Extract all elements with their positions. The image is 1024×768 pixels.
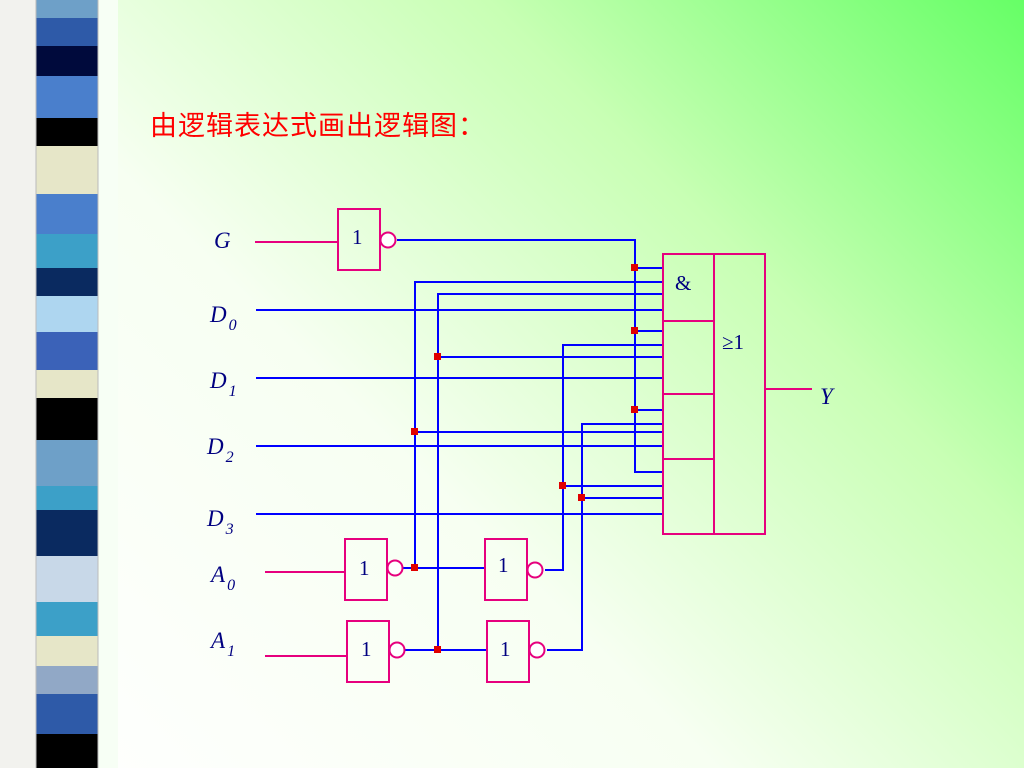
junction-dot: [434, 646, 441, 653]
input-label-g: G: [214, 228, 231, 253]
not-gate-a0-inverted: 1: [484, 538, 544, 601]
junction-dot: [631, 264, 638, 271]
decorative-stripe-border: [0, 0, 118, 768]
or-symbol: ≥1: [722, 330, 744, 354]
junction-dots: [411, 264, 638, 653]
slide-title: 由逻辑表达式画出逻辑图：: [150, 111, 486, 142]
junction-dot: [578, 494, 585, 501]
junction-dot: [631, 327, 638, 334]
blue-wires: [256, 239, 662, 651]
junction-dot: [559, 482, 566, 489]
junction-dot: [434, 353, 441, 360]
junction-dot: [411, 564, 418, 571]
svg-text:1: 1: [498, 553, 509, 577]
not-gate-g: 1: [337, 208, 397, 271]
not-gate-a0: 1: [344, 538, 404, 601]
svg-text:1: 1: [500, 637, 511, 661]
output-label-y: Y: [820, 384, 835, 409]
junction-dot: [411, 428, 418, 435]
and-symbol: &: [675, 271, 691, 295]
and-or-gate: [662, 253, 766, 535]
pink-leads: [255, 241, 812, 657]
svg-text:1: 1: [352, 225, 363, 249]
svg-text:1: 1: [361, 637, 372, 661]
not-gate-a1: 1: [346, 620, 406, 683]
not-gate-a1-inverted: 1: [486, 620, 546, 683]
junction-dot: [631, 406, 638, 413]
svg-text:1: 1: [359, 556, 370, 580]
